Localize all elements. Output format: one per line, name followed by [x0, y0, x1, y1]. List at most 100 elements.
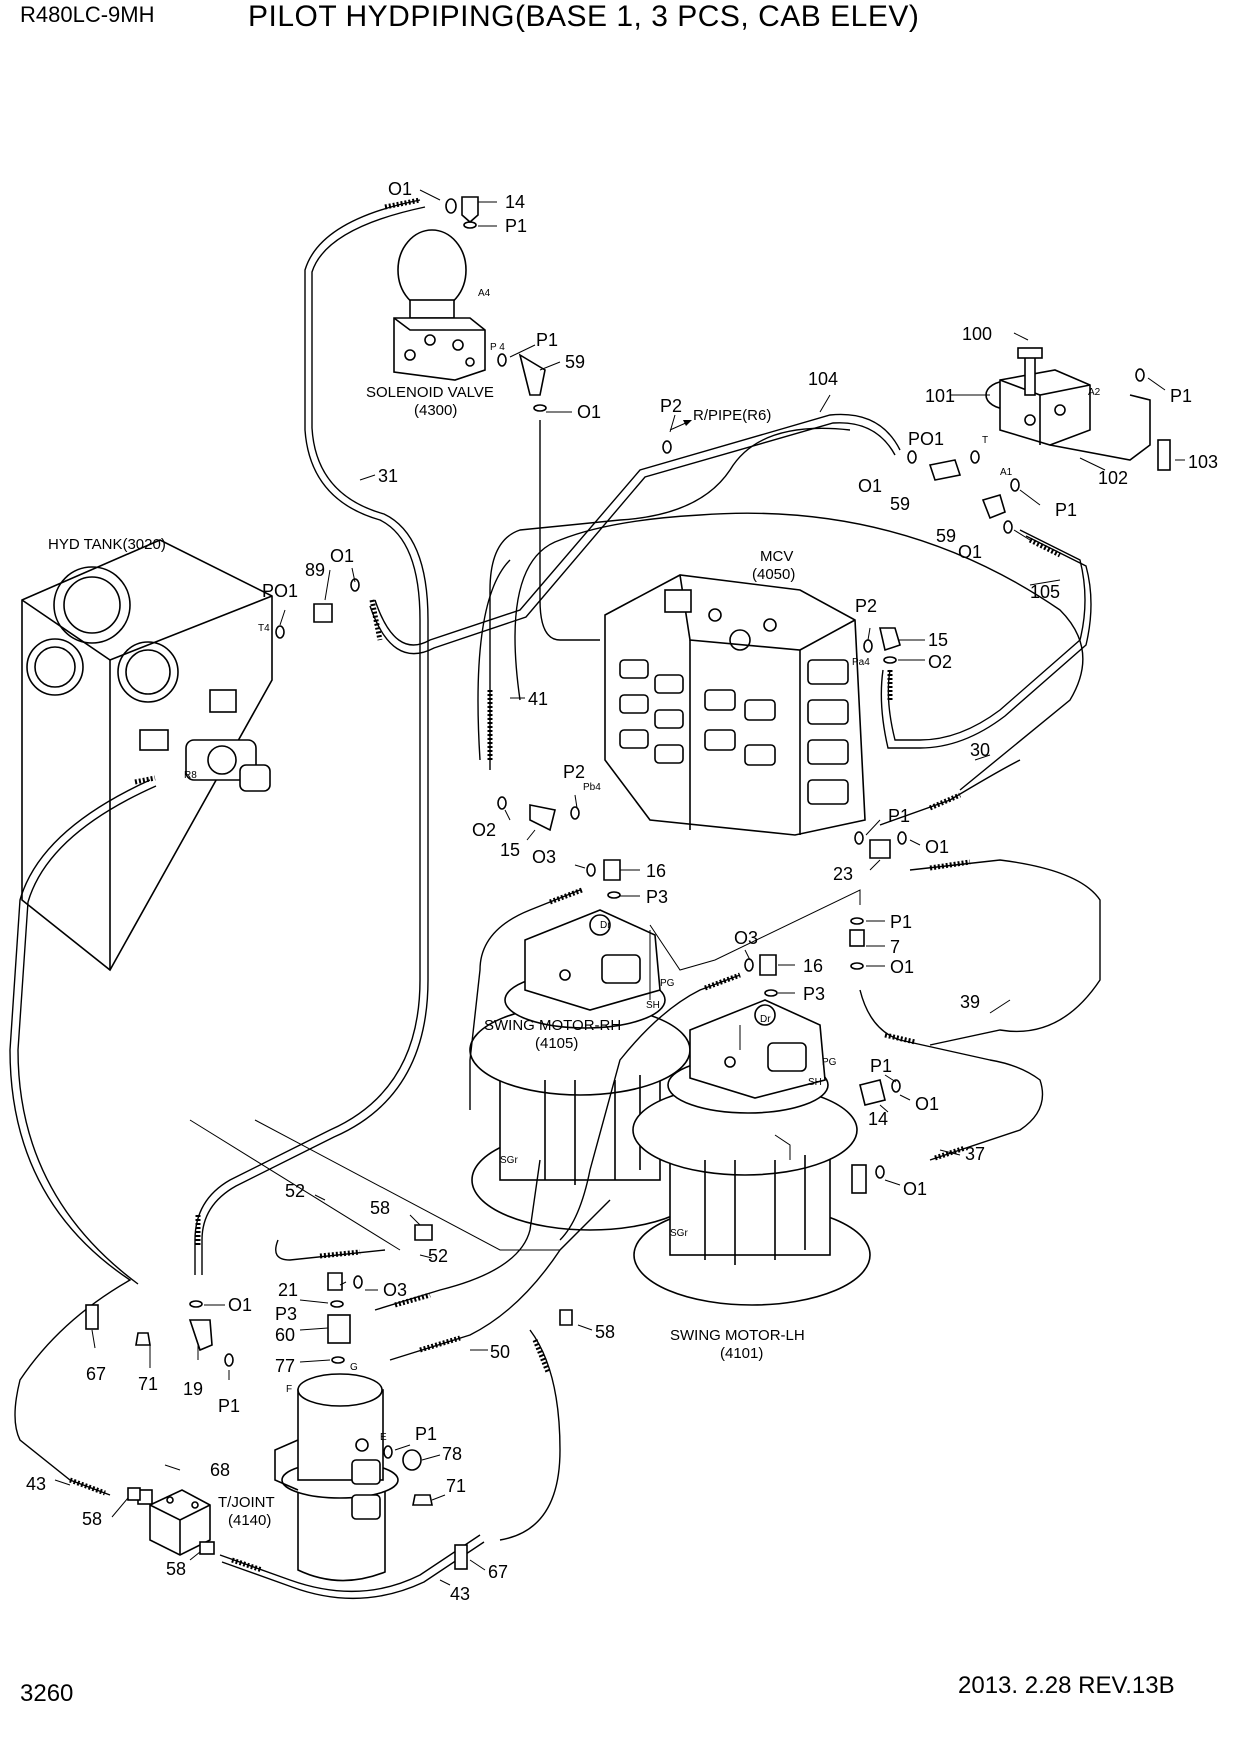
callout: 59 — [565, 352, 585, 372]
callout: P1 — [1170, 386, 1192, 406]
callout-numbers: O1 14 P1 P1 59 O1 P2 104 100 101 P1 102 … — [26, 179, 1218, 1604]
port-pa4: Pa4 — [852, 657, 870, 668]
callout: 52 — [428, 1246, 448, 1266]
mcv-name: MCV — [760, 548, 793, 565]
hyd-tank — [21, 539, 273, 972]
callout: 71 — [138, 1374, 158, 1394]
callout: P3 — [275, 1304, 297, 1324]
port-sh-lh: SH — [808, 1077, 822, 1088]
port-t: T — [982, 435, 988, 446]
callout: P2 — [563, 762, 585, 782]
callout: 50 — [490, 1342, 510, 1362]
drawing-title: PILOT HYDPIPING(BASE 1, 3 PCS, CAB ELEV) — [248, 0, 920, 33]
page-number: 3260 — [20, 1680, 74, 1707]
callout: 58 — [166, 1559, 186, 1579]
port-g: G — [350, 1362, 358, 1373]
port-sg-lh: SGr — [670, 1228, 688, 1239]
r-pipe-name: R/PIPE(R6) — [693, 407, 771, 424]
block-101 — [985, 347, 1151, 461]
callout: 19 — [183, 1379, 203, 1399]
callout-leaders — [54, 189, 1185, 1586]
t-joint-name: T/JOINT — [218, 1494, 275, 1511]
callout: O1 — [388, 179, 412, 199]
callout: 67 — [86, 1364, 106, 1384]
callout: 39 — [960, 992, 980, 1012]
port-sh-rh: SH — [646, 1000, 660, 1011]
callout: 52 — [285, 1181, 305, 1201]
pilot-block — [149, 1489, 211, 1556]
callout: 7 — [890, 937, 900, 957]
callout: O3 — [532, 847, 556, 867]
callout: P1 — [415, 1424, 437, 1444]
callout: O1 — [330, 546, 354, 566]
port-r8: R8 — [184, 770, 197, 781]
callout: 16 — [646, 861, 666, 881]
callout: O1 — [925, 837, 949, 857]
mcv-code: (4050) — [752, 566, 795, 583]
callout: P1 — [890, 912, 912, 932]
callout: 15 — [928, 630, 948, 650]
callout: O3 — [383, 1280, 407, 1300]
port-dr-rh: Dr — [600, 920, 611, 931]
callout: 100 — [962, 324, 992, 344]
port-e: E — [380, 1432, 387, 1443]
callout: 59 — [936, 526, 956, 546]
callout: 31 — [378, 466, 398, 486]
callout: 104 — [808, 369, 838, 389]
port-t4: T4 — [258, 623, 270, 634]
callout: 60 — [275, 1325, 295, 1345]
callout: 71 — [446, 1476, 466, 1496]
callout: 30 — [970, 740, 990, 760]
port-a1: A1 — [1000, 467, 1013, 478]
port-a2: A2 — [1088, 387, 1101, 398]
callout: P1 — [536, 330, 558, 350]
callout: 77 — [275, 1356, 295, 1376]
callout: O1 — [228, 1295, 252, 1315]
hyd-tank-name: HYD TANK(3020) — [48, 536, 166, 553]
solenoid-valve-code: (4300) — [414, 402, 457, 419]
callout: 58 — [595, 1322, 615, 1342]
swing-motor-rh-code: (4105) — [535, 1035, 578, 1052]
swing-motor-rh — [469, 909, 709, 1231]
callout: 23 — [833, 864, 853, 884]
port-pb4: Pb4 — [583, 782, 601, 793]
port-dr-lh: Dr — [760, 1014, 771, 1025]
callout: O1 — [858, 476, 882, 496]
callout: 78 — [442, 1444, 462, 1464]
callout: 105 — [1030, 582, 1060, 602]
callout: 14 — [505, 192, 525, 212]
callout: O2 — [928, 652, 952, 672]
fittings — [85, 196, 1171, 1570]
swing-motor-lh-name: SWING MOTOR-LH — [670, 1327, 805, 1344]
callout: 43 — [26, 1474, 46, 1494]
callout: P1 — [505, 216, 527, 236]
callout: P2 — [855, 596, 877, 616]
callout: 21 — [278, 1280, 298, 1300]
callout: 89 — [305, 560, 325, 580]
callout: P1 — [1055, 500, 1077, 520]
callout: O2 — [472, 820, 496, 840]
model-number: R480LC-9MH — [20, 2, 155, 27]
callout: P2 — [660, 396, 682, 416]
callout: P3 — [646, 887, 668, 907]
callout: P1 — [218, 1396, 240, 1416]
callout: 102 — [1098, 468, 1128, 488]
solenoid-valve-name: SOLENOID VALVE — [366, 384, 494, 401]
callout: PO1 — [908, 429, 944, 449]
port-a4: A4 — [478, 288, 491, 299]
callout: 58 — [370, 1198, 390, 1218]
port-f: F — [286, 1384, 292, 1395]
t-joint-code: (4140) — [228, 1512, 271, 1529]
guide-lines — [189, 889, 861, 1251]
callout: 41 — [528, 689, 548, 709]
callout: O1 — [958, 542, 982, 562]
callout: 101 — [925, 386, 955, 406]
callout: P1 — [888, 806, 910, 826]
solenoid-valve — [393, 229, 486, 381]
callout: 59 — [890, 494, 910, 514]
hoses — [9, 197, 1101, 1599]
component-captions: SOLENOID VALVE (4300) HYD TANK(3020) MCV… — [48, 384, 805, 1529]
callout: 68 — [210, 1460, 230, 1480]
port-p4: P 4 — [490, 342, 505, 353]
